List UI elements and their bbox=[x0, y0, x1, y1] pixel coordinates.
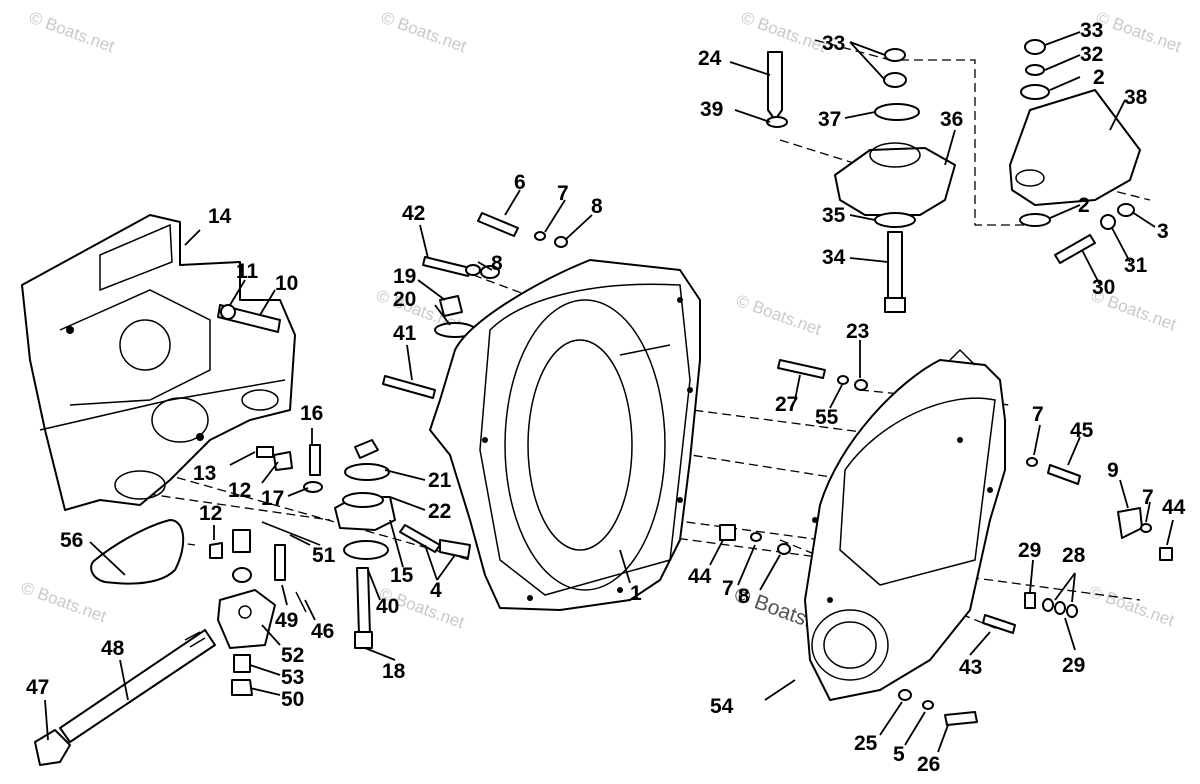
callout-17: 17 bbox=[261, 487, 284, 510]
callout-8-lower: 8 bbox=[738, 585, 750, 608]
left-hardware bbox=[209, 304, 323, 696]
callout-33-right: 33 bbox=[1080, 19, 1103, 42]
cover-plate-part-54 bbox=[804, 348, 1006, 701]
engine-mount-part-36 bbox=[766, 48, 956, 313]
callout-33: 33 bbox=[822, 32, 845, 55]
callout-31: 31 bbox=[1124, 254, 1148, 277]
callout-26: 26 bbox=[917, 753, 940, 776]
callout-6: 6 bbox=[514, 171, 526, 194]
callout-35: 35 bbox=[822, 204, 846, 227]
callout-46: 46 bbox=[311, 620, 334, 643]
callout-2: 2 bbox=[1093, 66, 1105, 89]
callout-41: 41 bbox=[393, 322, 417, 345]
callout-1: 1 bbox=[630, 582, 642, 605]
right-hardware bbox=[719, 359, 1173, 726]
watermark: © Boats.net bbox=[1094, 8, 1184, 56]
watermark: © Boats.net bbox=[739, 8, 829, 56]
callout-7-lower: 7 bbox=[722, 577, 734, 600]
callout-19: 19 bbox=[393, 265, 416, 288]
watermark: © Boats.net bbox=[19, 578, 109, 626]
watermark: © Boats.net bbox=[379, 8, 469, 56]
callout-45: 45 bbox=[1070, 419, 1094, 442]
callout-7-right: 7 bbox=[1032, 403, 1044, 426]
callout-4: 4 bbox=[430, 579, 442, 602]
callout-14: 14 bbox=[208, 205, 232, 228]
callout-23: 23 bbox=[846, 320, 869, 343]
mount-assembly-15 bbox=[334, 439, 471, 649]
callout-7-far-right: 7 bbox=[1142, 486, 1154, 509]
callout-11: 11 bbox=[236, 260, 259, 283]
callout-53: 53 bbox=[281, 666, 304, 689]
callout-34: 34 bbox=[822, 246, 846, 269]
callout-5: 5 bbox=[893, 743, 905, 766]
stern-bracket-part-14 bbox=[21, 214, 296, 511]
callout-42: 42 bbox=[402, 202, 425, 225]
callout-16: 16 bbox=[300, 402, 323, 425]
callout-25: 25 bbox=[854, 732, 878, 755]
watermark: © Boats.net bbox=[1087, 582, 1177, 630]
callout-44: 44 bbox=[688, 565, 712, 588]
callout-18: 18 bbox=[382, 660, 406, 683]
callout-20: 20 bbox=[393, 288, 416, 311]
callout-38: 38 bbox=[1124, 86, 1148, 109]
callout-12-lower: 12 bbox=[199, 502, 222, 525]
callout-7: 7 bbox=[557, 182, 569, 205]
callout-49: 49 bbox=[275, 609, 298, 632]
callout-27: 27 bbox=[775, 393, 798, 416]
callout-28: 28 bbox=[1062, 544, 1086, 567]
callout-47: 47 bbox=[26, 676, 49, 699]
callout-56: 56 bbox=[60, 529, 83, 552]
callout-36: 36 bbox=[940, 108, 963, 131]
leader-lines bbox=[44, 31, 1174, 753]
clip-part-56 bbox=[90, 519, 185, 585]
callout-12: 12 bbox=[228, 479, 251, 502]
callout-50: 50 bbox=[281, 688, 304, 711]
callout-8: 8 bbox=[491, 252, 503, 275]
callout-43: 43 bbox=[959, 656, 982, 679]
callout-10: 10 bbox=[275, 272, 298, 295]
callout-8-upper: 8 bbox=[591, 195, 603, 218]
nut-part-47 bbox=[34, 729, 71, 766]
watermark: © Boats.net bbox=[734, 291, 824, 339]
callout-9: 9 bbox=[1107, 459, 1119, 482]
callout-13: 13 bbox=[193, 462, 216, 485]
callout-15: 15 bbox=[390, 564, 414, 587]
watermark: © Boats.net bbox=[27, 8, 117, 56]
flywheel-housing-part-1 bbox=[429, 259, 701, 611]
callout-21: 21 bbox=[428, 469, 452, 492]
callout-48: 48 bbox=[101, 637, 125, 660]
callout-52: 52 bbox=[281, 644, 304, 667]
callout-29-lower: 29 bbox=[1062, 654, 1085, 677]
callout-labels: 14 11 10 16 13 12 17 12 56 51 49 46 52 5… bbox=[26, 19, 1186, 776]
callout-22: 22 bbox=[428, 500, 451, 523]
center-hardware bbox=[382, 212, 568, 399]
callout-30: 30 bbox=[1092, 276, 1115, 299]
callout-39: 39 bbox=[700, 98, 723, 121]
callout-51: 51 bbox=[312, 544, 336, 567]
callout-44-right: 44 bbox=[1162, 496, 1186, 519]
callout-29: 29 bbox=[1018, 539, 1041, 562]
callout-3: 3 bbox=[1157, 220, 1169, 243]
callout-24: 24 bbox=[698, 47, 722, 70]
callout-40: 40 bbox=[376, 595, 399, 618]
callout-55: 55 bbox=[815, 406, 839, 429]
callout-32: 32 bbox=[1080, 43, 1103, 66]
callout-37: 37 bbox=[818, 108, 841, 131]
callout-54: 54 bbox=[710, 695, 734, 718]
engine-mount-part-38 bbox=[1009, 39, 1141, 264]
shaft-part-48 bbox=[34, 629, 216, 766]
callout-2-lower: 2 bbox=[1078, 194, 1090, 217]
